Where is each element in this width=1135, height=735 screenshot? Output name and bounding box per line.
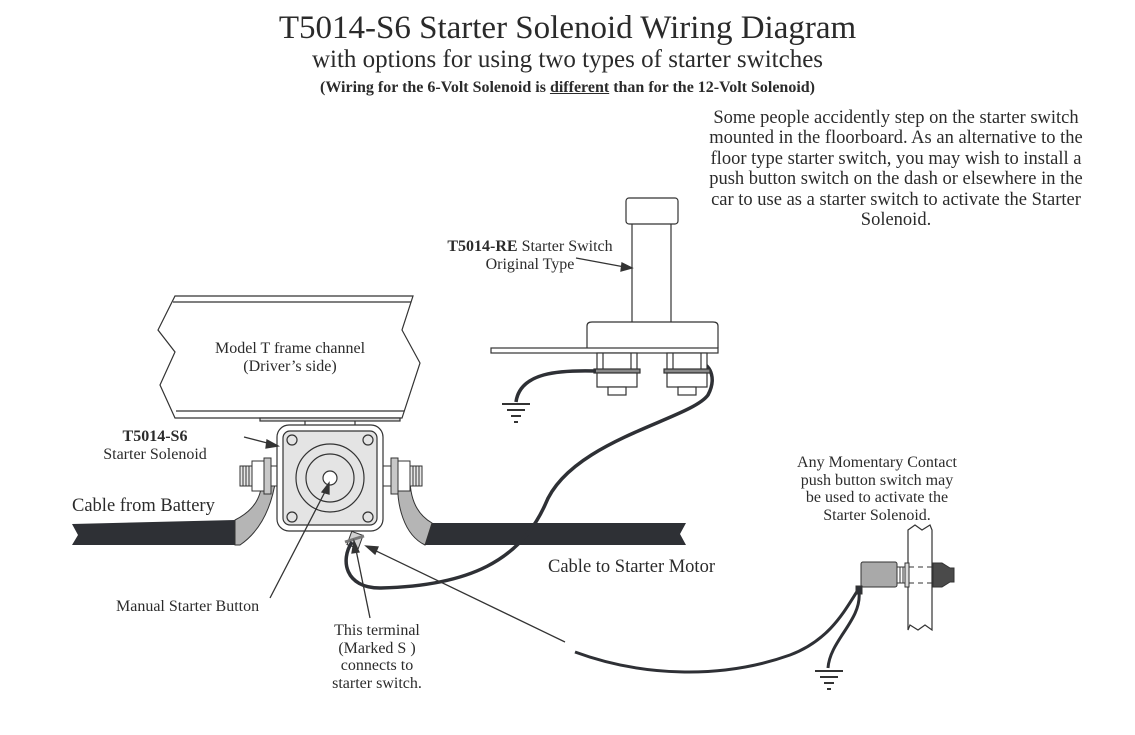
cable-battery-label: Cable from Battery <box>72 496 215 516</box>
explanation-paragraph: Some people accidently step on the start… <box>709 108 1083 231</box>
solenoid-part-number: T5014-S6 <box>122 428 188 445</box>
pushbutton-line4: Starter Solenoid. <box>823 506 931 524</box>
ground-icon <box>502 403 530 423</box>
s-terminal-line4: starter switch. <box>332 674 422 692</box>
solenoid-label: T5014-S6 Starter Solenoid <box>80 428 230 464</box>
voltage-note-suffix: than for the 12-Volt Solenoid) <box>609 79 815 96</box>
floor-switch-label: T5014-RE Starter Switch Original Type <box>430 238 630 274</box>
pushbutton-switch <box>855 561 955 595</box>
s-terminal-label: This terminal (Marked S ) connects to st… <box>302 622 452 692</box>
s-terminal-line1: This terminal <box>334 622 420 639</box>
pushbutton-label: Any Momentary Contact push button switch… <box>777 454 977 524</box>
floor-switch-type: Original Type <box>485 256 575 273</box>
starter-solenoid <box>276 424 384 532</box>
starter-motor-cable <box>397 477 686 546</box>
diagram-subtitle: with options for using two types of star… <box>311 46 824 73</box>
pushbutton-line3: be used to activate the <box>805 489 949 506</box>
pushbutton-line1: Any Momentary Contact <box>797 454 957 471</box>
frame-label-line1: Model T frame channel <box>214 340 366 357</box>
ground-icon <box>815 670 843 690</box>
motor-terminal-stud <box>382 457 423 495</box>
cable-motor-label: Cable to Starter Motor <box>548 557 715 577</box>
frame-channel <box>157 295 421 426</box>
floor-switch-part-number: T5014-RE <box>447 238 518 255</box>
floor-switch-name: Starter Switch <box>517 238 613 255</box>
voltage-note: (Wiring for the 6-Volt Solenoid is diffe… <box>0 78 1135 98</box>
pushbutton-ground-wire <box>826 591 861 669</box>
wire-s-terminal-to-floor-switch <box>344 360 714 590</box>
frame-channel-label: Model T frame channel (Driver’s side) <box>190 340 390 376</box>
battery-terminal-stud <box>239 457 280 495</box>
floor-starter-switch <box>490 197 719 396</box>
wire-to-pushbutton <box>574 589 860 674</box>
pushbutton-line2: push button switch may <box>800 471 954 489</box>
solenoid-name: Starter Solenoid <box>103 446 207 463</box>
dash-panel <box>907 524 933 632</box>
s-terminal-line2: (Marked S ) <box>338 639 416 657</box>
s-terminal-line3: connects to <box>340 657 414 674</box>
voltage-note-prefix: (Wiring for the 6-Volt Solenoid is <box>320 79 550 96</box>
manual-starter-button-graphic <box>322 470 338 486</box>
voltage-note-emphasis: different <box>549 79 610 96</box>
leader-arrows <box>243 257 634 643</box>
diagram-title: T5014-S6 Starter Solenoid Wiring Diagram <box>278 10 857 46</box>
floor-switch-ground-wire <box>514 369 597 403</box>
manual-button-label: Manual Starter Button <box>116 598 260 615</box>
frame-label-line2: (Driver’s side) <box>243 358 337 375</box>
